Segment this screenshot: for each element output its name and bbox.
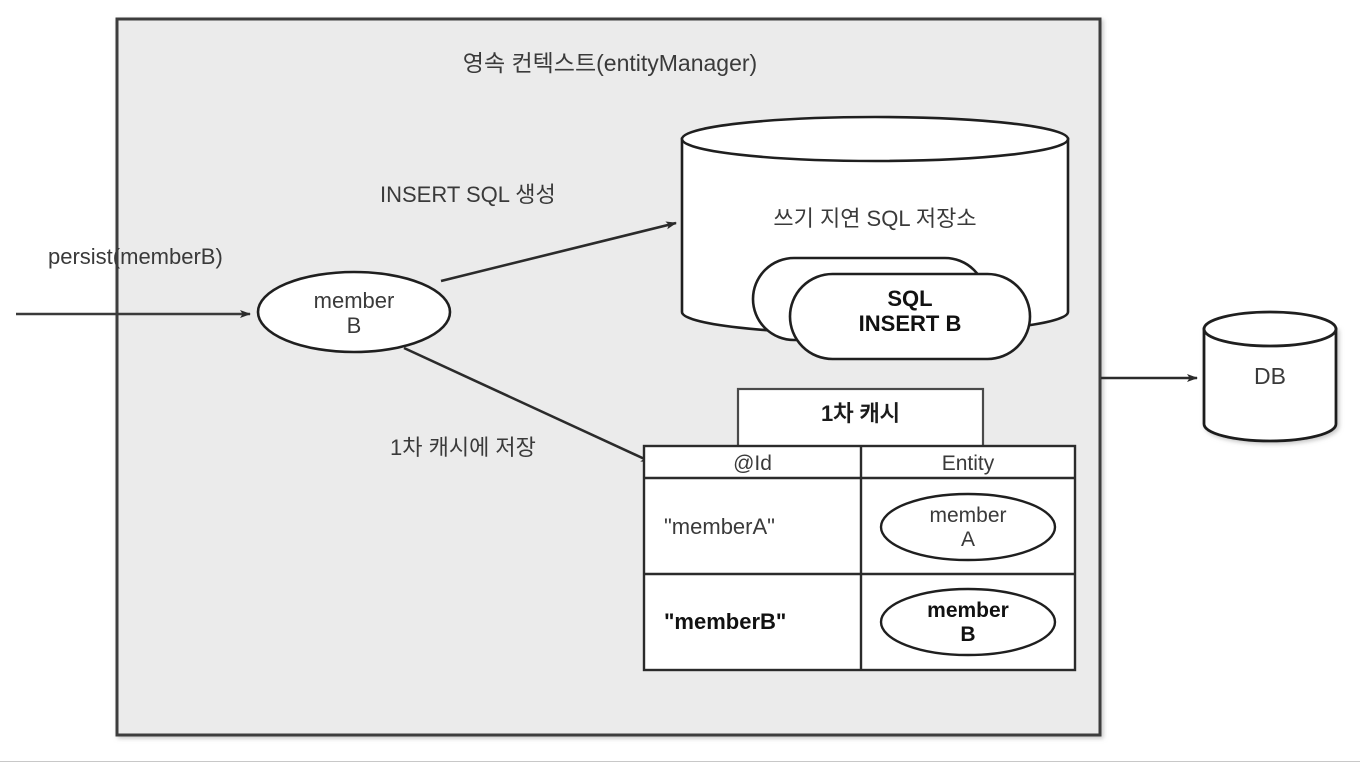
first-cache-column-entity: Entity [941, 452, 995, 475]
first-cache-row-1-entity-line1: member [927, 599, 1009, 622]
first-cache-row-1-entity: member B [881, 599, 1055, 647]
first-cache-column-id: @Id [733, 452, 772, 475]
entity-node-label-line1: member [313, 288, 395, 313]
persist-arrow-label: persist(memberB) [48, 244, 223, 269]
database-label: DB [1254, 363, 1286, 389]
first-cache-row-0-entity-line2: A [960, 528, 975, 552]
first-cache-table [642, 444, 1077, 672]
page-title: 영속 컨텍스트(entityManager) [462, 50, 758, 76]
entity-node-memberB [256, 270, 452, 354]
sql-statement-front [788, 272, 1032, 361]
first-cache-row-1-entity-line2: B [960, 623, 976, 647]
entity-node-label-line2: B [346, 313, 362, 339]
sql-store-title: 쓰기 지연 SQL 저장소 [773, 206, 977, 231]
sql-statement-front-label: SQL INSERT B [790, 286, 1030, 337]
first-cache-row-0-id: "memberA" [664, 514, 775, 539]
insert-sql-arrow-label: INSERT SQL 생성 [380, 182, 556, 207]
sql-statement-front-line1: SQL [887, 286, 933, 311]
database-cylinder [1202, 310, 1338, 443]
first-cache-row-0-entity-line1: member [929, 504, 1007, 527]
first-cache-row-0-entity: member A [881, 504, 1055, 552]
first-cache-arrow [403, 346, 652, 464]
first-cache-title: 1차 캐시 [820, 401, 901, 426]
first-cache-row-1-id: "memberB" [664, 609, 787, 634]
footer-divider [0, 761, 1360, 762]
first-cache-arrow-label: 1차 캐시에 저장 [390, 435, 536, 460]
entity-node-label: member B [258, 288, 450, 339]
sql-statement-front-line2: INSERT B [858, 311, 962, 337]
insert-sql-arrow [440, 221, 677, 283]
